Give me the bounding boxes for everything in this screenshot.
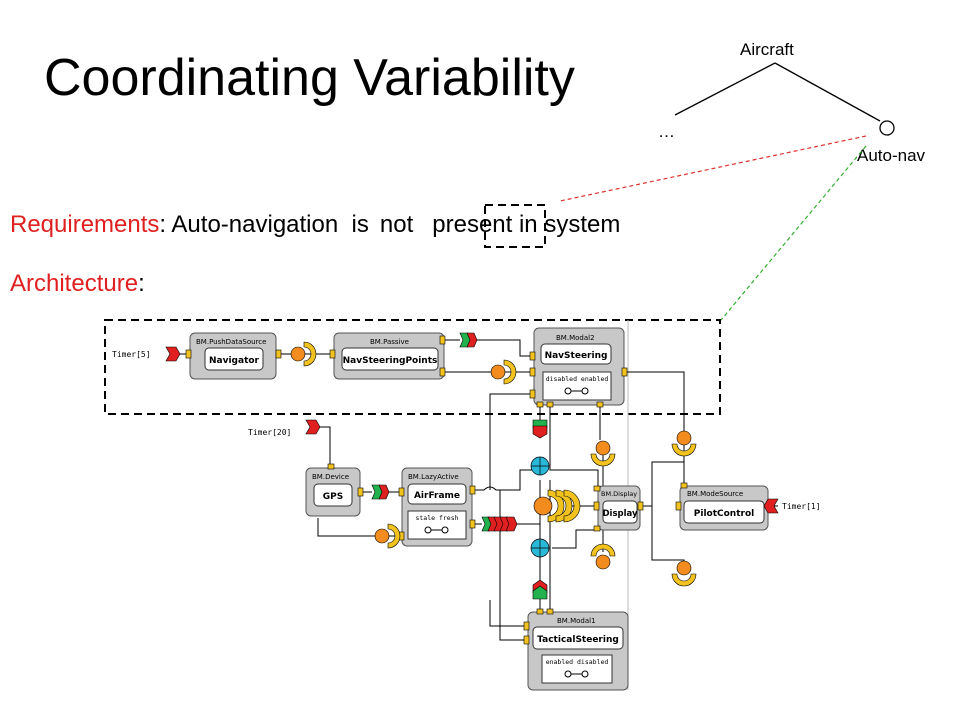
requirements-highlight-word: not	[379, 211, 414, 238]
trace-line-requirements	[559, 135, 867, 202]
junction-nodes	[530, 456, 550, 558]
tree-edge-left	[674, 62, 776, 116]
requirements-text-before: Auto-navigation is	[166, 211, 369, 238]
feature-ellipsis: …	[658, 122, 675, 141]
small-ports	[185, 335, 688, 645]
timer-20-label: Timer[20]	[248, 428, 291, 437]
slide-title: Coordinating Variability	[44, 49, 575, 107]
feature-autonav-label: Auto-nav	[857, 146, 926, 165]
optional-feature-circle	[879, 120, 895, 136]
navigation-subsystem-box	[104, 319, 721, 415]
architecture-line: Architecture:	[10, 270, 145, 298]
tacticalsteering-type: BM.Modal1	[557, 617, 596, 625]
not-highlight-box	[484, 204, 546, 248]
requirements-colon: :	[159, 211, 167, 238]
navsteering-name: NavSteering	[545, 351, 608, 361]
component-pilotcontrol[interactable]: BM.ModeSource PilotControl	[679, 485, 769, 531]
timer-5-label: Timer[5]	[112, 350, 151, 359]
navigator-name: Navigator	[209, 356, 260, 366]
requirements-label: Requirements	[10, 211, 160, 238]
airframe-type: BM.LazyActive	[408, 473, 459, 481]
chevron-ports	[371, 332, 548, 600]
architecture-label: Architecture	[10, 270, 139, 297]
component-navsteeringpoints[interactable]: BM.Passive NavSteeringPoints	[333, 332, 445, 380]
component-navsteering[interactable]: BM.Modal2 NavSteering disabled enabled	[533, 327, 625, 406]
requirements-text-after: present in system	[432, 211, 621, 238]
tacticalsteering-modes: enabled disabled	[546, 658, 609, 666]
component-gps[interactable]: BM.Device GPS	[305, 467, 361, 517]
airframe-modes: stale fresh	[415, 514, 458, 522]
component-tacticalsteering[interactable]: BM.Modal1 TacticalSteering enabled disab…	[527, 611, 629, 691]
pilotcontrol-type: BM.ModeSource	[687, 490, 743, 498]
navsteering-type: BM.Modal2	[556, 334, 595, 342]
pilotcontrol-name: PilotControl	[694, 509, 754, 519]
trace-line-architecture	[720, 145, 867, 321]
navsteeringpoints-type: BM.Passive	[370, 338, 409, 346]
navigator-type: BM.PushDataSource	[196, 338, 266, 346]
component-airframe[interactable]: BM.LazyActive AirFrame stale fresh	[401, 467, 473, 547]
tree-edge-right	[774, 62, 881, 122]
gps-name: GPS	[323, 492, 343, 502]
timer-1-port	[763, 498, 779, 514]
timer-20-port	[305, 419, 321, 435]
display-type: BM.Display	[601, 490, 637, 498]
socket-connectors	[290, 341, 697, 587]
feature-tree	[674, 62, 895, 136]
airframe-name: AirFrame	[414, 491, 460, 501]
timer-5-port	[165, 346, 181, 362]
architecture-colon: :	[138, 270, 145, 297]
display-name: Display	[602, 509, 638, 519]
gps-type: BM.Device	[312, 473, 349, 481]
tacticalsteering-name: TacticalSteering	[537, 635, 619, 645]
component-navigator[interactable]: BM.PushDataSource Navigator	[189, 332, 277, 380]
requirements-line: Requirements: Auto-navigation is not prese…	[10, 211, 620, 239]
component-display[interactable]: BM.Display Display	[597, 485, 641, 531]
feature-root-label: Aircraft	[740, 40, 794, 59]
timer-1-label: Timer[1]	[782, 502, 821, 511]
navsteeringpoints-name: NavSteeringPoints	[343, 356, 438, 366]
navsteering-modes: disabled enabled	[546, 375, 609, 383]
